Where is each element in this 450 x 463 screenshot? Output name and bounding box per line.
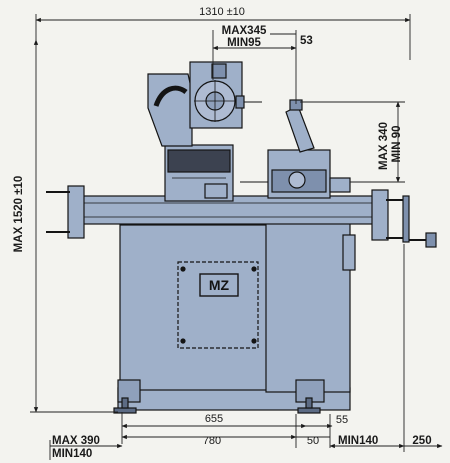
- dim-vert-max: MAX 340: [378, 122, 390, 170]
- dim-head-max: MAX345: [222, 25, 267, 37]
- left-handwheel: [67, 185, 85, 239]
- dim-780: 780: [203, 435, 221, 447]
- dim-overall-width: 1310 ±10: [199, 6, 245, 18]
- machine: [46, 61, 437, 414]
- base-opening-left: [117, 379, 141, 403]
- pedestal-side-strip: [342, 234, 356, 271]
- dim-bottom-min: MIN140: [52, 448, 92, 460]
- head-casing: [147, 73, 193, 147]
- dim-250: 250: [412, 435, 431, 447]
- machine-pedestal: [265, 221, 351, 393]
- dim-height: MAX 1520 ±10: [13, 176, 25, 253]
- dim-bottom-max: MAX 390: [52, 435, 100, 447]
- tool-arm: [285, 105, 315, 153]
- dim-offset: 53: [300, 35, 313, 47]
- dimension-lines: [30, 14, 443, 460]
- dim-655: 655: [205, 413, 223, 425]
- dim-vert-min: MIN 90: [391, 125, 403, 162]
- mz-logo-box: [199, 273, 239, 297]
- dim-head-min: MIN95: [227, 37, 261, 49]
- head-dark-band: [167, 149, 231, 173]
- mz-logo-text: MZ: [209, 277, 230, 293]
- dim-50: 50: [307, 435, 319, 447]
- right-handwheel: [371, 189, 389, 241]
- dim-55: 55: [336, 414, 348, 426]
- dim-right-min: MIN140: [338, 435, 378, 447]
